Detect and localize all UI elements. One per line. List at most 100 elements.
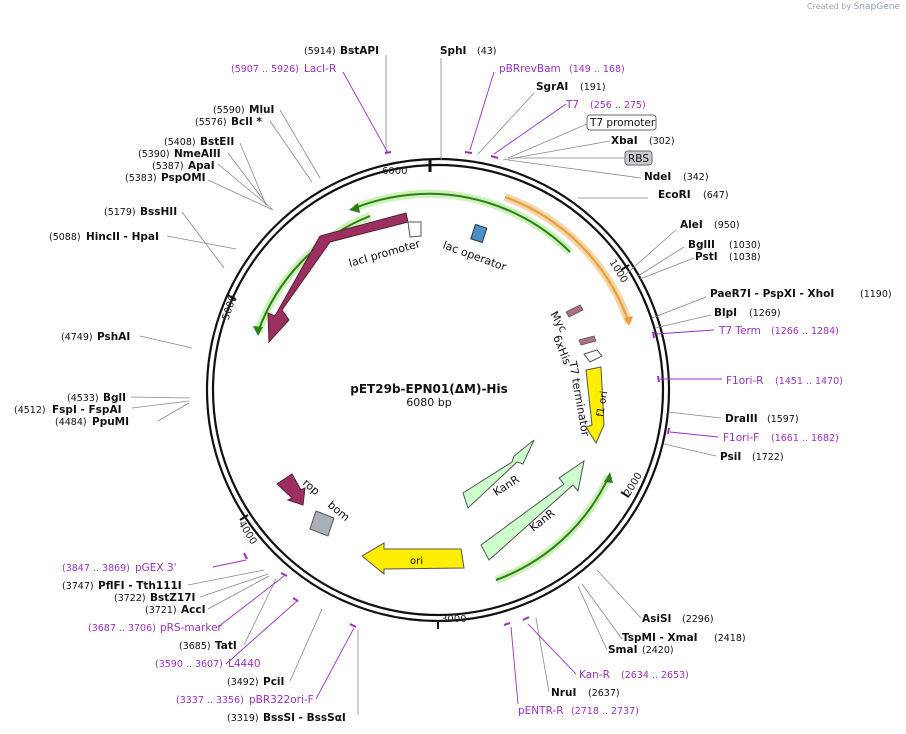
enzyme-pos-alei: (950) [714,220,740,231]
enzyme-pos-ndei: (342) [683,172,709,183]
primer-range-pentr-r: (2718 .. 2737) [571,706,639,717]
enzyme-pos-pshai: (4749) [61,332,93,343]
feature-lac-operator [470,223,488,244]
feature-t7-terminator [583,349,603,363]
primer-label-f1ori-r: F1ori-R [726,375,763,387]
feature-laci-promoter [407,221,422,238]
enzyme-pos-tth111i: (3747) [62,581,94,592]
enzyme-label-ndei: NdeI [644,171,671,183]
enzyme-label-xbai: XbaI [611,135,638,147]
enzyme-label-sphi: SphI [440,45,466,57]
enzyme-label-bsshii: BssHII [140,206,177,218]
enzyme-label-xmai: TspMI - XmaI [622,632,698,644]
primer-label-l4440: L4440 [228,658,261,670]
enzyme-label-bstapi: BstAPI [340,45,379,57]
enzyme-label-pspomi: PspOMI [161,172,206,184]
backbone-inner [211,163,665,617]
tick-marks [227,264,630,629]
enzyme-pos-nmeaiii: (5390) [138,149,170,160]
enzyme-pos-acci: (3721) [145,605,177,616]
enzyme-label-sgrai: SgrAI [536,81,568,93]
enzyme-label-ecori: EcoRI [658,189,691,201]
feature-laci-promoter-label: lacI promoter [347,237,422,270]
enzyme-label-ppumi: PpuMI [92,416,129,428]
primer-label-pbrrevbam: pBRrevBam [499,63,561,75]
enzyme-pos-ecori: (647) [703,190,729,201]
primer-label-t7-term: T7 Term [718,325,761,337]
enzyme-label-pcii: PciI [263,676,284,688]
enzyme-pos-bsssi: (3319) [227,713,259,724]
feature-ori-label: ori [410,556,423,567]
feature-bom [309,510,335,537]
enzyme-label-xhoi: PaeR7I - PspXI - XhoI [710,288,834,300]
enzyme-label-apai: ApaI [188,160,215,172]
orf-arc-left-head [253,326,263,336]
enzyme-pos-sgrai: (191) [580,82,606,93]
t7-promoter-leader [507,123,588,159]
enzyme-pos-tati: (3685) [179,641,211,652]
enzyme-label-nrui: NruI [551,687,576,699]
enzyme-pos-bstz17i: (3722) [114,593,146,604]
orf-arc-left [257,215,371,333]
enzyme-pos-bstapi: (5914) [304,46,336,57]
enzyme-label-acci: AccI [181,604,205,616]
enzyme-pos-bcli: (5576) [195,117,227,128]
snapgene-watermark: Created by SnapGene [807,2,900,12]
enzyme-pos-nrui: (2637) [588,688,620,699]
enzyme-pos-bsteii: (5408) [164,137,196,148]
tick-label-4000: 4000 [236,519,259,546]
tick-label-3000: 3000 [441,614,466,625]
primer-range-f1ori-r: (1451 .. 1470) [775,376,843,387]
feature-ori [361,542,465,576]
primer-label-pgex3: pGEX 3' [135,562,177,574]
enzyme-label-alei: AleI [680,219,703,231]
tick-label-6000: 6000 [382,166,407,177]
orf-arc-top [354,192,571,253]
orf-arc-orange [504,195,631,324]
primer-range-t7-term: (1266 .. 1284) [771,326,839,337]
enzyme-pos-psii: (1722) [752,452,784,463]
primer-marks [243,151,670,628]
primer-range-f1ori-f: (1661 .. 1682) [771,433,839,444]
enzyme-pos-mlui: (5590) [213,105,245,116]
primer-range-pbrrevbam: (149 .. 168) [569,64,625,75]
primer-label-t7: T7 [565,99,579,111]
rbs-label: RBS [628,153,649,165]
enzyme-pos-xmai: (2418) [714,633,746,644]
watermark-prefix: Created by [807,2,852,11]
enzyme-label-smai: SmaI [608,644,638,656]
enzyme-label-psii: PsiI [720,451,741,463]
plasmid-name: pET29b-EPN01(ΔM)-His [350,382,507,396]
primer-label-pbr322ori-f: pBR322ori-F [249,694,314,706]
enzyme-label-bsteii: BstEII [200,136,234,148]
enzyme-pos-fspi: (4512) [14,405,46,416]
feature-6xhis [578,335,597,346]
enzyme-label-pshai: PshAI [97,331,130,343]
orf-arc-orange-head [624,316,633,326]
primer-label-laci-r: LacI-R [304,63,336,75]
feature-f1-ori-label: f1 ori [595,390,610,418]
enzyme-label-hpai: HincII - HpaI [86,231,159,243]
enzyme-label-tati: TatI [215,640,237,652]
enzyme-label-bcli: BclI * [231,116,262,128]
enzyme-pos-pcii: (3492) [227,677,259,688]
enzyme-pos-sphi: (43) [477,46,497,57]
feature-f1-ori [585,366,605,445]
primer-range-prs-marker: (3687 .. 3706) [88,623,156,634]
primer-label-prs-marker: pRS-marker [160,622,223,634]
tick-label-5000: 5000 [221,294,239,322]
enzyme-label-asisi: AsiSI [642,613,671,625]
snapgene-logo: SnapGene [853,2,900,12]
feature-lac-operator-label: lac operator [441,239,509,274]
primer-range-kan-r: (2634 .. 2653) [621,670,689,681]
enzyme-label-psti: PstI [695,251,718,263]
enzyme-label-blpi: BlpI [714,307,737,319]
enzyme-pos-psti: (1038) [729,252,761,263]
plasmid-length: 6080 bp [406,396,451,409]
enzyme-pos-blpi: (1269) [749,308,781,319]
feature-rop [276,473,306,506]
orf-arc-right-head [604,472,613,483]
enzyme-pos-bglii: (1030) [729,240,761,251]
enzyme-label-nmeaiii: NmeAIII [174,148,221,160]
